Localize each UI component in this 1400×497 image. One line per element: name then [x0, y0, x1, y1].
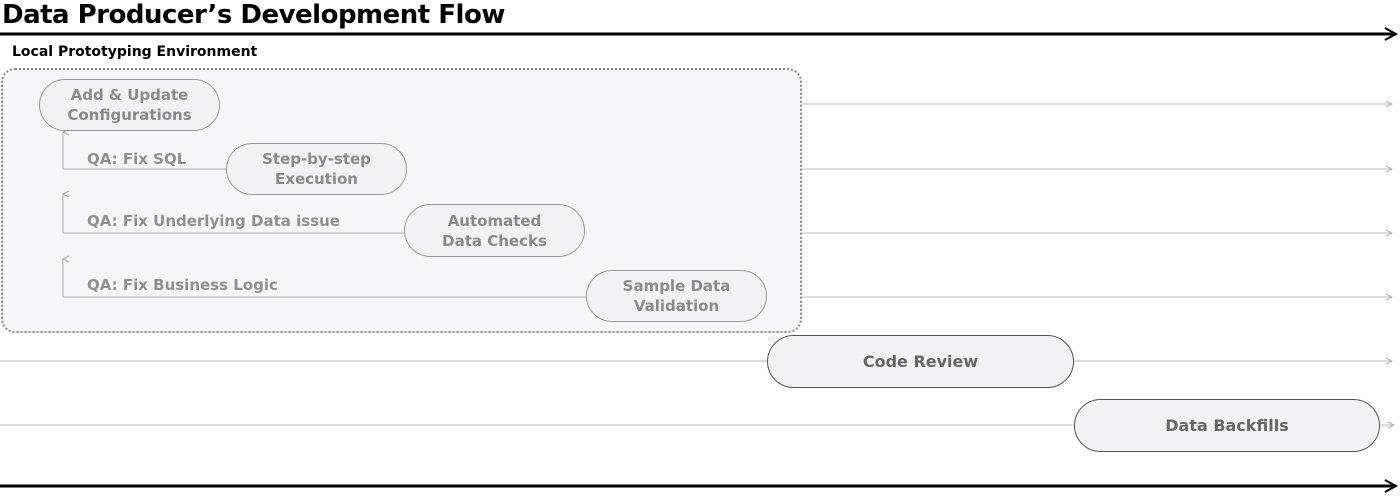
- add-update-configurations-step[interactable]: Add & Update Configurations: [39, 79, 220, 131]
- sample-data-validation-step[interactable]: Sample Data Validation: [586, 270, 767, 322]
- feedback-loop-3-line: [63, 259, 586, 298]
- step-by-step-execution-step[interactable]: Step-by-step Execution: [226, 143, 407, 195]
- feedback-loop-1-line: [63, 132, 226, 170]
- qa-fix-business-logic-label: QA: Fix Business Logic: [87, 276, 278, 294]
- feedback-loop-2-line: [63, 194, 404, 234]
- code-review-step[interactable]: Code Review: [767, 335, 1074, 388]
- qa-fix-underlying-data-label: QA: Fix Underlying Data issue: [87, 212, 340, 230]
- automated-data-checks-step[interactable]: Automated Data Checks: [404, 204, 585, 257]
- page-title: Data Producer’s Development Flow: [2, 0, 505, 30]
- environment-label: Local Prototyping Environment: [12, 44, 258, 60]
- qa-fix-sql-label: QA: Fix SQL: [87, 150, 187, 168]
- data-backfills-step[interactable]: Data Backfills: [1074, 399, 1380, 452]
